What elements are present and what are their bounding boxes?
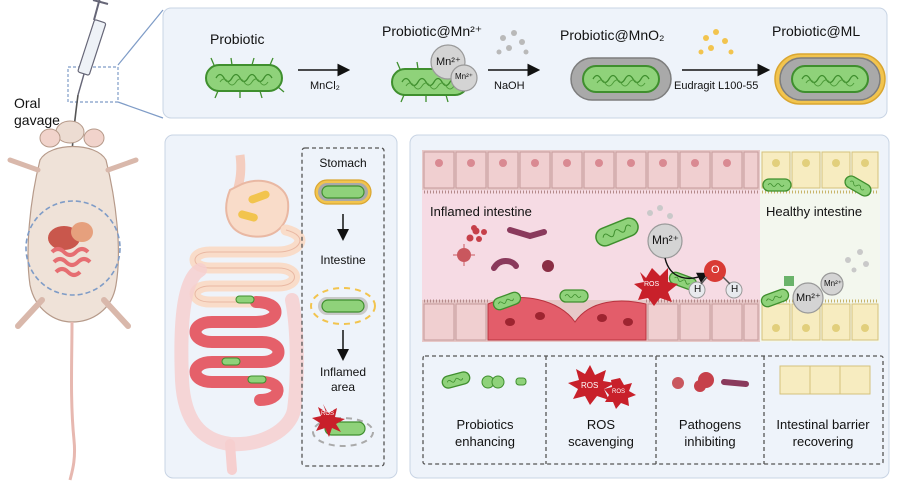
tract-stages-box: [301, 147, 385, 467]
oral-label-line1: Oral: [14, 95, 41, 111]
effect-probiotics-enhancing: Probiotics enhancing: [455, 416, 515, 450]
effect-ros-scavenging: ROS scavenging: [568, 416, 634, 450]
tract-ros-label: ROS: [321, 411, 335, 417]
effect-3-line1: Pathogens: [678, 417, 742, 432]
tract-step-inflamed-line1: Inflamed: [319, 365, 367, 379]
oral-gavage-label: Oral gavage: [14, 95, 60, 129]
stage-probiotic-mn-label: Probiotic@Mn²⁺: [382, 23, 483, 39]
tract-panel-bg: [164, 134, 398, 479]
effect-3-line2: inhibiting: [684, 434, 736, 449]
effect-1-line1: Probiotics: [456, 417, 514, 432]
oral-label-line2: gavage: [14, 112, 60, 128]
tract-step-inflamed: Inflamed area: [320, 365, 366, 395]
tract-step-intestine: Intestine: [320, 253, 366, 267]
stage-probiotic-mno2-label: Probiotic@MnO₂: [560, 27, 665, 43]
hydrogen-label-2: H: [731, 284, 739, 295]
reagent-mncl2-label: MnCl₂: [310, 80, 340, 92]
mn-ion-inflamed-label: Mn²⁺: [652, 233, 679, 247]
mn-ion-label-1: Mn²⁺: [436, 56, 461, 68]
effects-box: [422, 355, 884, 465]
reagent-eudragit-label: Eudragit L100-55: [674, 80, 759, 92]
healthy-intestine-label: Healthy intestine: [766, 204, 863, 219]
oxygen-label: O: [711, 264, 720, 276]
effect-1-line2: enhancing: [455, 434, 515, 449]
effect-2-line1: ROS: [586, 417, 616, 432]
reagent-naoh-label: NaOH: [494, 80, 525, 92]
effect-barrier-recovering: Intestinal barrier recovering: [776, 416, 869, 450]
effect-4-line2: recovering: [792, 434, 854, 449]
effect-pathogens-inhibiting: Pathogens inhibiting: [679, 416, 741, 450]
ros-effect-label-2: ROS: [612, 389, 626, 395]
mn-ion-healthy-label-2: Mn²⁺: [824, 279, 842, 288]
stage-probiotic-label: Probiotic: [210, 31, 265, 47]
stage-probiotic-ml-label: Probiotic@ML: [772, 23, 861, 39]
mn-ion-label-2: Mn²⁺: [455, 72, 473, 81]
inflamed-intestine-label: Inflamed intestine: [430, 204, 532, 219]
gi-tract-illustration: [174, 154, 306, 475]
tract-step-inflamed-line2: area: [330, 380, 356, 394]
ros-inflamed-label: ROS: [644, 281, 660, 288]
mn-ion-healthy-label-1: Mn²⁺: [796, 292, 821, 304]
effect-4-line1: Intestinal barrier: [776, 417, 870, 432]
hydrogen-label-1: H: [694, 284, 702, 295]
effect-2-line2: scavenging: [568, 434, 634, 449]
tract-step-stomach: Stomach: [319, 156, 367, 170]
mouse-illustration: [7, 120, 139, 481]
ros-effect-label-1: ROS: [581, 381, 599, 390]
